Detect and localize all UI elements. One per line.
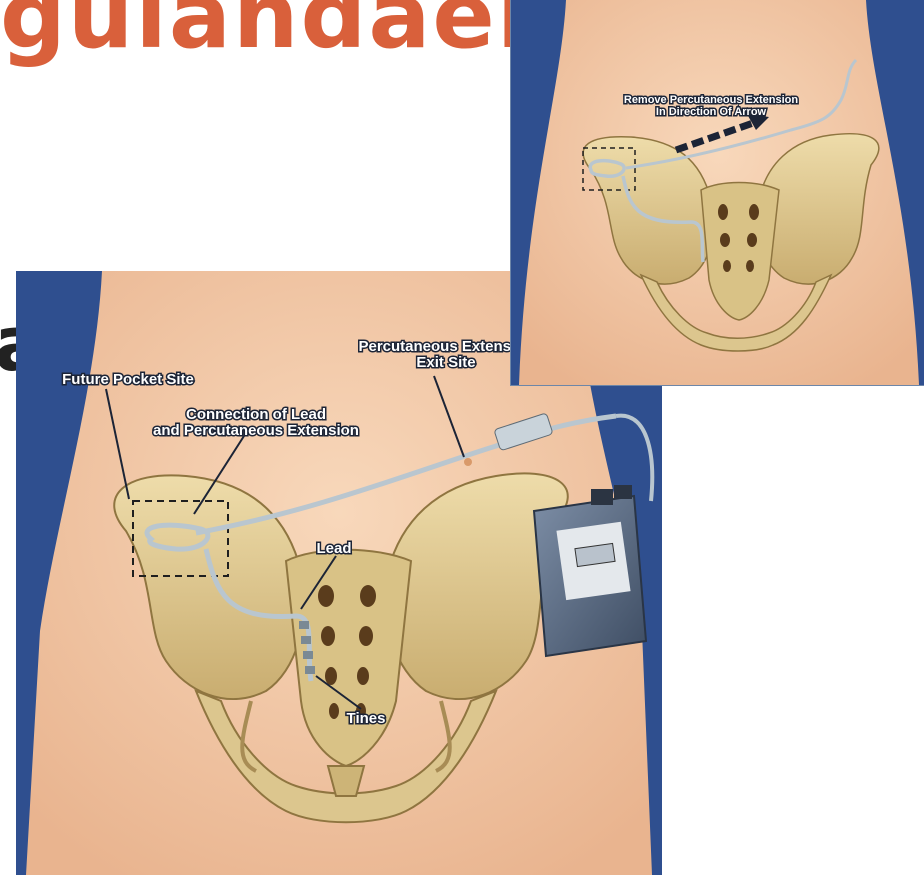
label-connection-line1: Connection of Lead [186, 406, 326, 423]
label-lead: Lead [316, 540, 351, 557]
external-stimulator-device [534, 485, 646, 656]
inset-label-remove-line1: Remove Percutaneous Extension [624, 94, 799, 106]
label-exit-line1: Percutaneous Extension [358, 338, 533, 355]
inset-illustration: Remove Percutaneous Extension In Directi… [511, 0, 924, 385]
label-exit-line2: Exit Site [416, 354, 475, 371]
inset-illustration-svg: Remove Percutaneous Extension In Directi… [511, 0, 924, 385]
inset-label-remove-line2: In Direction Of Arrow [656, 106, 767, 118]
label-connection-line2: and Percutaneous Extension [153, 422, 359, 439]
slide-title: gulandaer [0, 0, 544, 69]
label-tines: Tines [347, 710, 386, 727]
label-future-pocket-site: Future Pocket Site [62, 371, 194, 388]
exit-site-marker [464, 458, 472, 466]
